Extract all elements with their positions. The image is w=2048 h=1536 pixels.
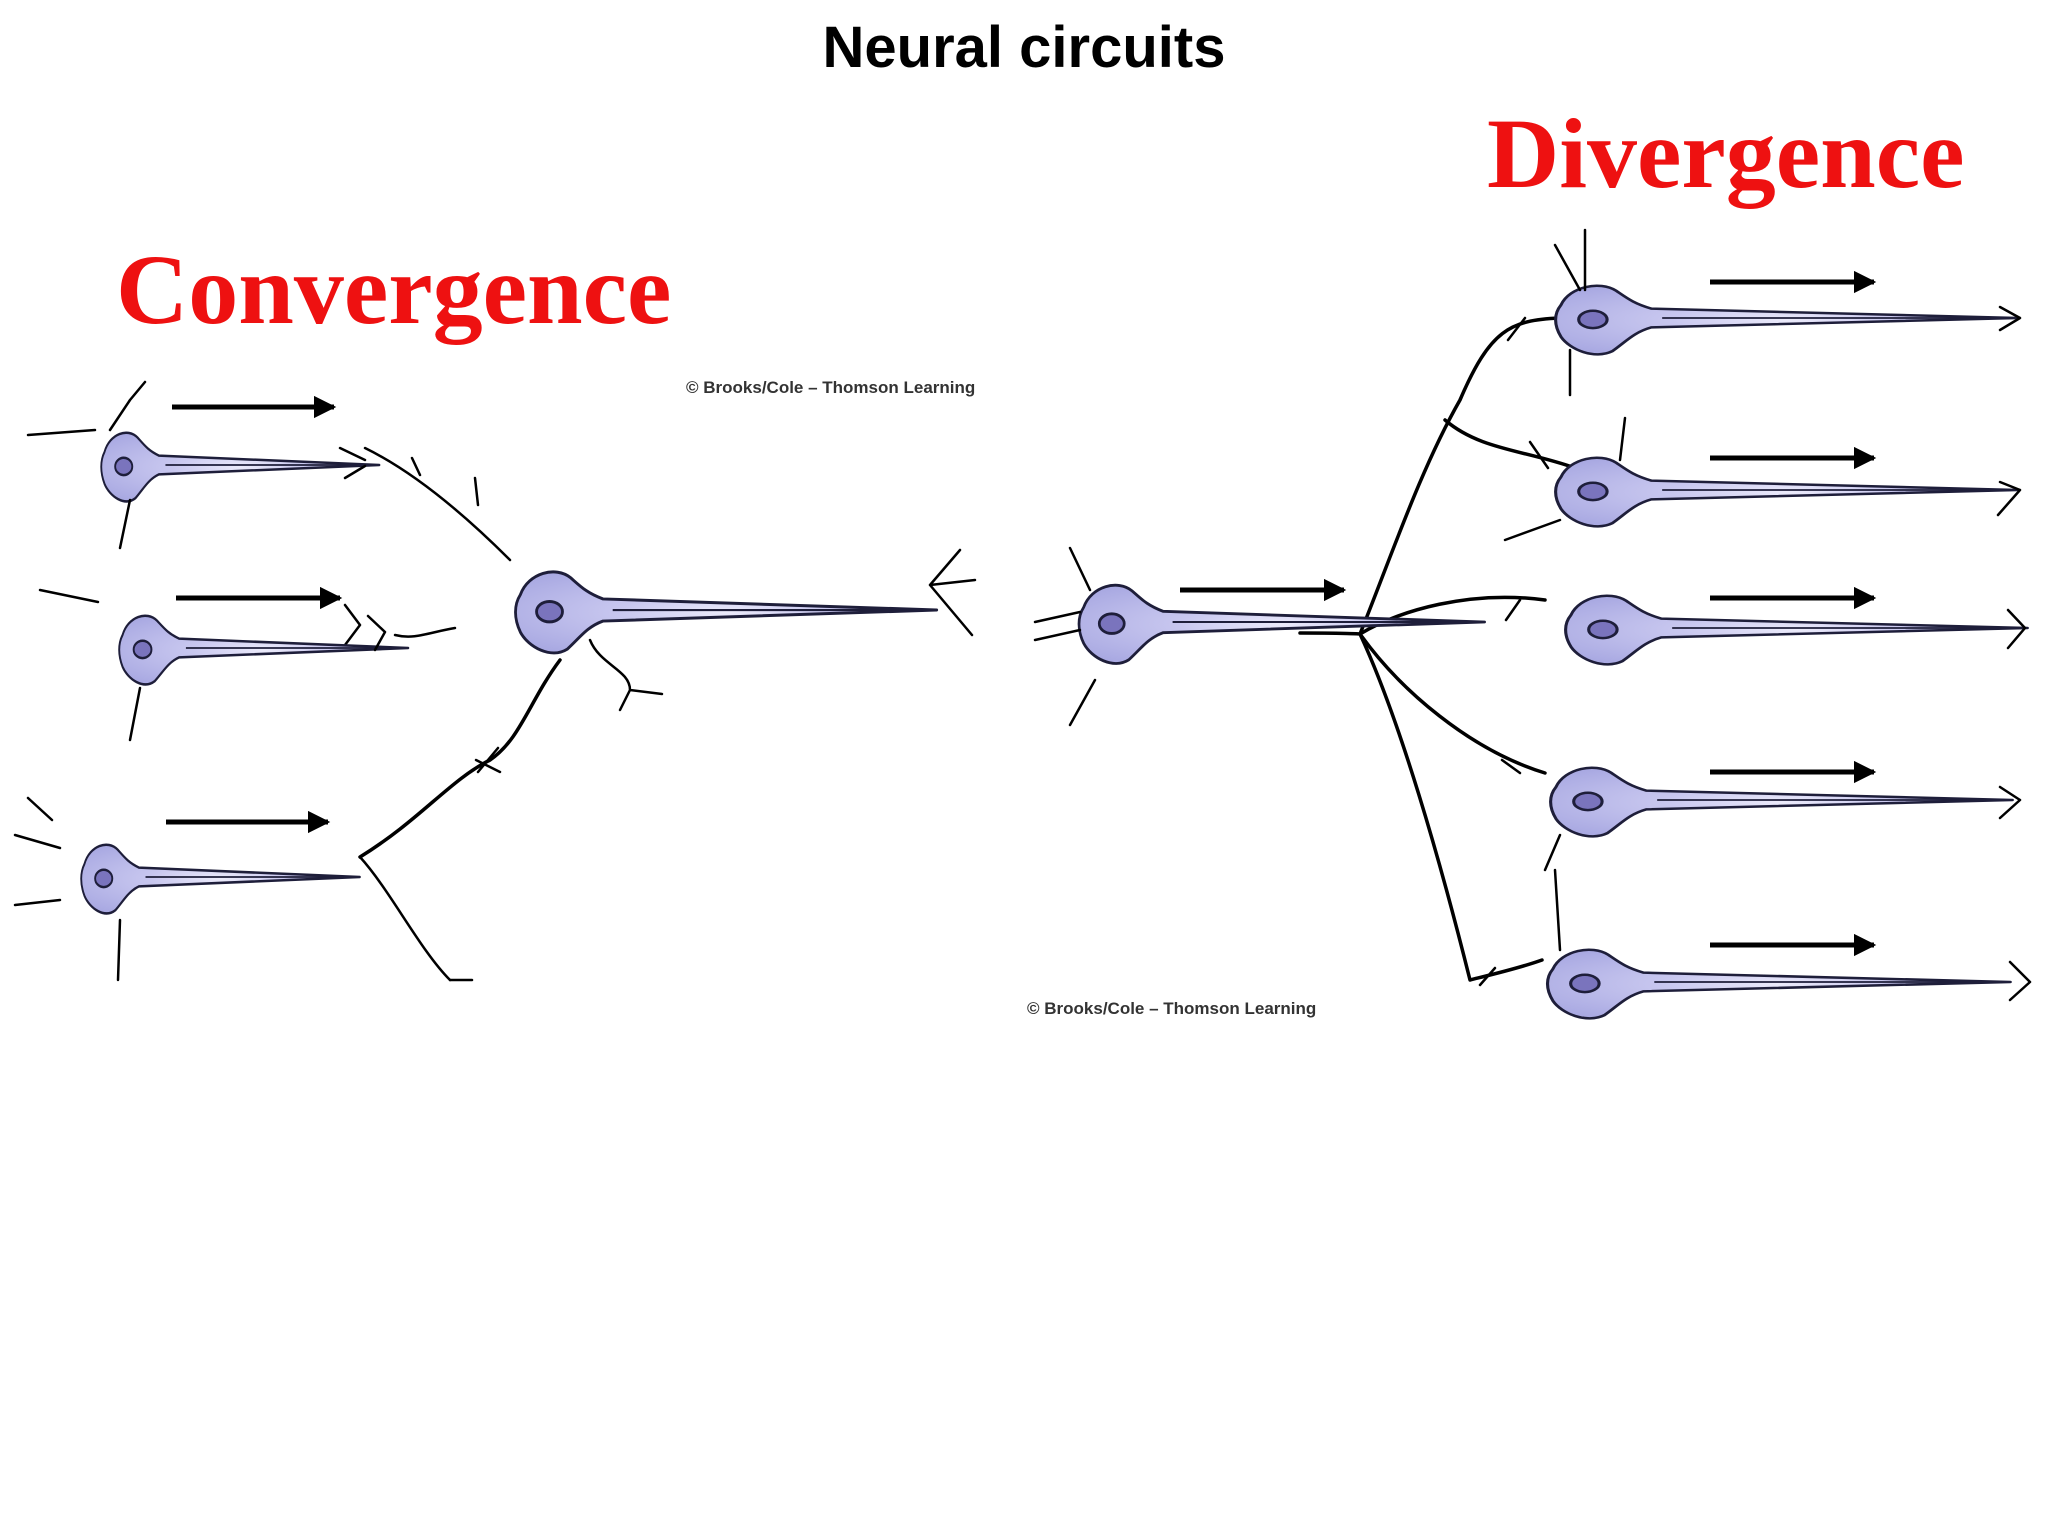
neuron-icon — [79, 843, 362, 915]
divergence-label: Divergence — [1487, 98, 1965, 209]
neuron-icon — [514, 570, 939, 655]
convergence-label: Convergence — [116, 234, 672, 345]
neuron-icon — [1554, 456, 2019, 528]
slide-title: Neural circuits — [822, 15, 1226, 80]
convergence-diagram — [13, 380, 977, 982]
neuron-icon — [1549, 766, 2014, 838]
neuron-icon — [117, 614, 410, 686]
neuron-icon — [1564, 594, 2029, 666]
neuron-icon — [1545, 948, 2012, 1020]
neuron-icon — [1077, 583, 1487, 665]
axon-branch-icon — [358, 658, 562, 859]
divergence-diagram — [1033, 228, 2032, 1020]
convergence-credit: © Brooks/Cole – Thomson Learning — [686, 378, 976, 397]
neuron-icon — [99, 431, 381, 503]
divergence-credit: © Brooks/Cole – Thomson Learning — [1027, 999, 1317, 1018]
neuron-icon — [1554, 284, 2019, 356]
axon-branch-icon — [1298, 316, 1562, 636]
